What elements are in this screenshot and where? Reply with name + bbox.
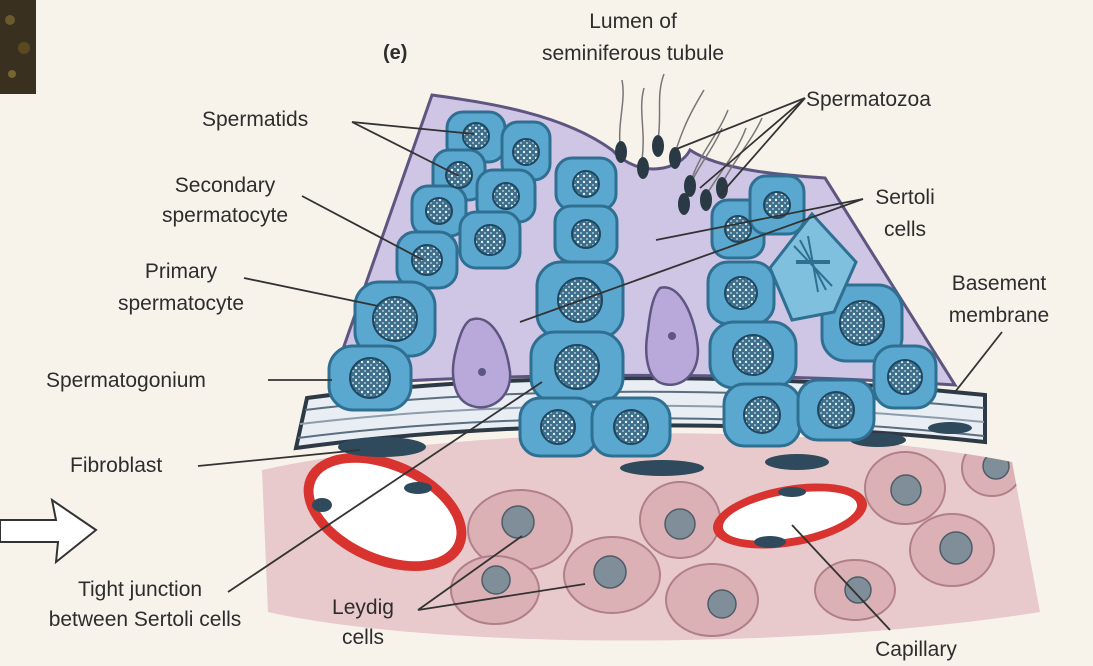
spermatozoa-label: Spermatozoa	[806, 86, 931, 113]
basement-label-line2: membrane	[924, 302, 1074, 329]
primary-label-line1: Primary	[126, 258, 236, 285]
spermatids-label: Spermatids	[202, 106, 308, 133]
panel-letter: (e)	[383, 40, 407, 67]
outline-arrow-icon	[0, 500, 96, 562]
photo-fragment	[0, 0, 36, 94]
leydig-label-line1: Leydig	[318, 594, 408, 621]
capillary-label: Capillary	[846, 636, 986, 663]
tight-junction-label-line1: Tight junction	[40, 576, 240, 603]
lumen-label-line1: Lumen of	[572, 8, 694, 35]
lumen-label-line2: seminiferous tubule	[508, 40, 758, 67]
leydig-label-line2: cells	[318, 624, 408, 651]
fibroblast-label: Fibroblast	[70, 452, 162, 479]
sertoli-label-line2: cells	[868, 216, 942, 243]
sertoli-label-line1: Sertoli	[868, 184, 942, 211]
tight-junction-label-line2: between Sertoli cells	[10, 606, 280, 633]
secondary-label-line1: Secondary	[150, 172, 300, 199]
spermatogonium-label: Spermatogonium	[46, 367, 206, 394]
primary-label-line2: spermatocyte	[94, 290, 268, 317]
basement-label-line1: Basement	[924, 270, 1074, 297]
secondary-label-line2: spermatocyte	[142, 202, 308, 229]
